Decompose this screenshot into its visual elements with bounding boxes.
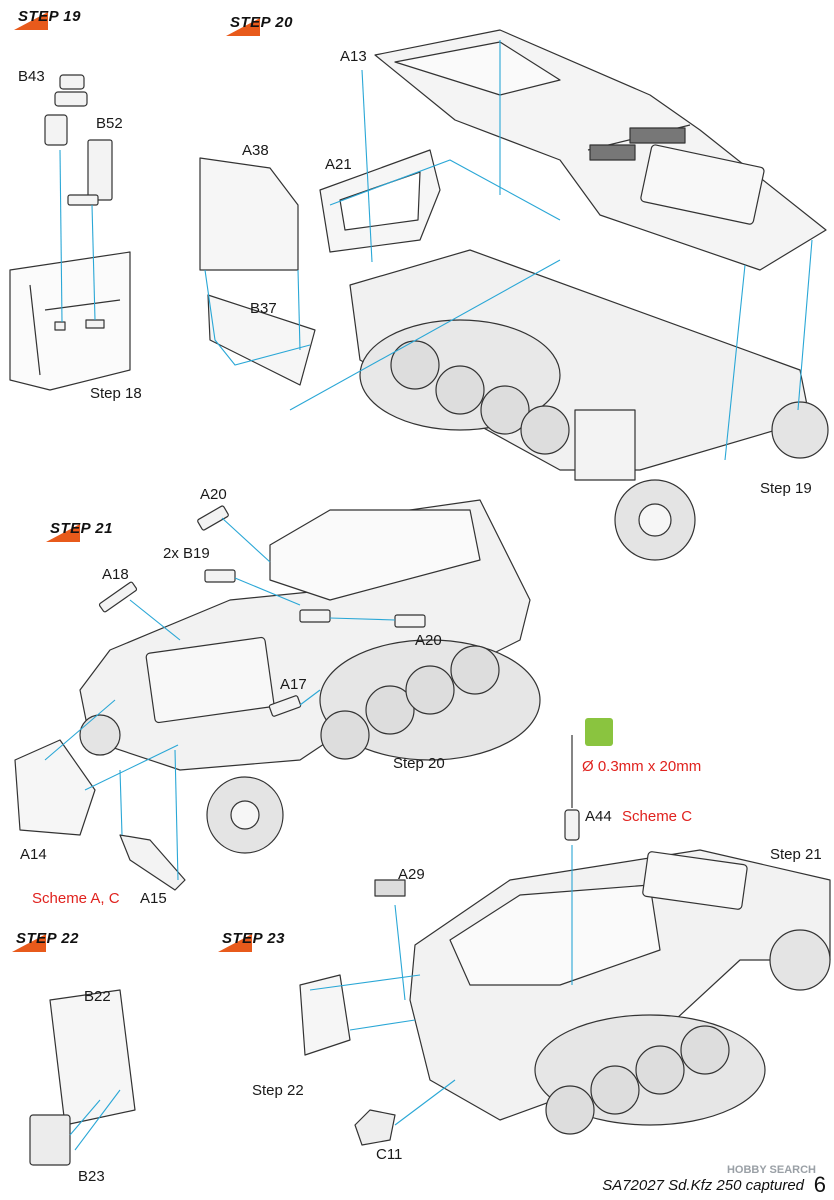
label-a14: A14	[20, 846, 47, 863]
label-step21: Step 21	[770, 846, 822, 863]
label-step20: Step 20	[393, 755, 445, 772]
label-scheme-ac: Scheme A, C	[32, 890, 120, 907]
label-b52: B52	[96, 115, 123, 132]
step-19-badge: STEP 19	[14, 8, 86, 30]
label-a44: A44	[585, 808, 612, 825]
label-b43: B43	[18, 68, 45, 85]
label-step22: Step 22	[252, 1082, 304, 1099]
watermark: HOBBY SEARCH	[726, 1164, 816, 1176]
label-a21: A21	[325, 156, 352, 173]
label-b22: B22	[84, 988, 111, 1005]
label-step19: Step 19	[760, 480, 812, 497]
label-a38: A38	[242, 142, 269, 159]
label-c11: C11	[376, 1146, 403, 1163]
label-b37: B37	[250, 300, 277, 317]
step-23-badge: STEP 23	[218, 930, 290, 952]
label-b19: 2x B19	[163, 545, 210, 562]
step-20-badge: STEP 20	[226, 14, 298, 36]
label-a17: A17	[280, 676, 307, 693]
label-wire: Ø 0.3mm x 20mm	[582, 758, 702, 775]
label-a29: A29	[398, 866, 425, 883]
footer-code: SA72027 Sd.Kfz 250 captured	[602, 1177, 804, 1194]
page-number: 6	[813, 1172, 826, 1197]
label-b23: B23	[78, 1168, 105, 1185]
hand-tool-icon	[585, 718, 613, 746]
label-a20-top: A20	[200, 486, 227, 503]
label-scheme-c: Scheme C	[622, 808, 693, 825]
label-a20-side: A20	[415, 632, 442, 649]
step-21-badge: STEP 21	[46, 520, 118, 542]
step-22-badge: STEP 22	[12, 930, 84, 952]
label-a15: A15	[140, 890, 167, 907]
label-step18: Step 18	[90, 385, 142, 402]
label-a18: A18	[102, 566, 129, 583]
label-a13: A13	[340, 48, 367, 65]
